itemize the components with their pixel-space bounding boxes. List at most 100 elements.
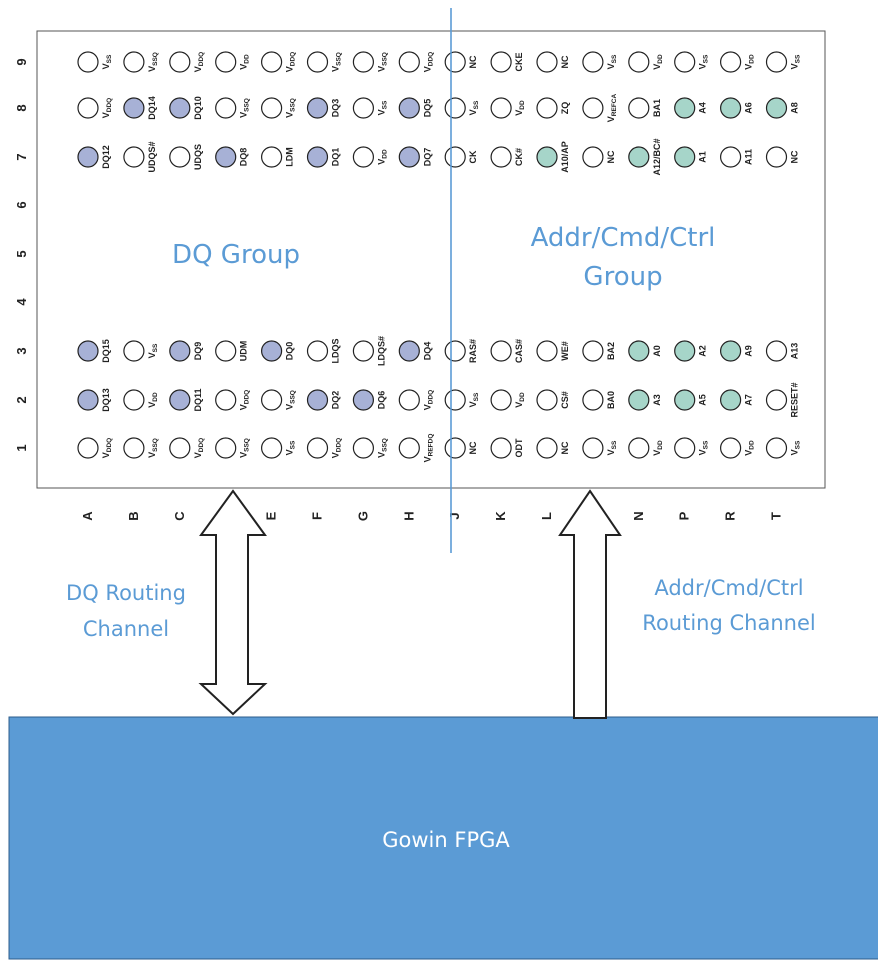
ball-1-C bbox=[169, 437, 191, 459]
ball-7-T bbox=[765, 146, 788, 168]
signal-label: VSSQ bbox=[147, 52, 159, 72]
row-label: 3 bbox=[14, 347, 29, 354]
signal-label: VSSQ bbox=[239, 438, 251, 458]
ball-8-K bbox=[490, 97, 512, 119]
signal-label: DQ10 bbox=[193, 96, 203, 120]
ball-2-B bbox=[123, 389, 145, 411]
signal-label: NC bbox=[790, 150, 800, 163]
ball-1-E bbox=[261, 437, 283, 459]
ball-2-D bbox=[215, 389, 237, 411]
ball-3-D bbox=[215, 340, 237, 362]
signal-label: VDDQ bbox=[285, 52, 297, 72]
ball-1-L bbox=[536, 437, 558, 459]
ball-9-L bbox=[536, 51, 558, 73]
signal-label: VSS bbox=[468, 392, 480, 407]
dq-channel-label-line2: Channel bbox=[83, 617, 169, 641]
signal-label: VDD bbox=[147, 392, 159, 408]
column-label: H bbox=[401, 511, 416, 520]
signal-label: DQ9 bbox=[193, 342, 203, 361]
ball-9-T bbox=[765, 51, 788, 73]
row-label: 1 bbox=[14, 444, 29, 451]
ball-3-E bbox=[261, 340, 283, 362]
dq-channel-label-line1: DQ Routing bbox=[66, 581, 186, 605]
signal-label: LDQS bbox=[331, 338, 341, 363]
column-label: P bbox=[677, 511, 692, 520]
column-label: T bbox=[769, 512, 784, 520]
ball-7-K bbox=[490, 146, 512, 168]
ball-8-N bbox=[628, 97, 650, 119]
ball-7-A bbox=[77, 146, 99, 168]
row-label: 6 bbox=[14, 201, 29, 208]
ball-1-J bbox=[444, 437, 466, 459]
ball-8-A bbox=[77, 97, 99, 119]
ball-3-H bbox=[398, 340, 420, 362]
signal-label: VDDQ bbox=[101, 98, 113, 118]
ball-1-P bbox=[674, 437, 696, 459]
ball-2-R bbox=[719, 389, 742, 411]
ball-8-P bbox=[674, 97, 696, 119]
ball-8-R bbox=[719, 97, 742, 119]
column-label: J bbox=[447, 512, 462, 519]
row-label: 9 bbox=[14, 58, 29, 65]
ball-1-D bbox=[215, 437, 237, 459]
row-label: 7 bbox=[14, 153, 29, 160]
ball-9-E bbox=[261, 51, 283, 73]
signal-label: ZQ bbox=[560, 102, 570, 115]
signal-label: VDDQ bbox=[193, 438, 205, 458]
signal-label: VSSQ bbox=[331, 52, 343, 72]
row-label: 4 bbox=[14, 298, 29, 306]
ball-9-G bbox=[352, 51, 374, 73]
signal-label: VSSQ bbox=[285, 98, 297, 118]
row-label: 8 bbox=[14, 104, 29, 111]
ball-3-A bbox=[77, 340, 99, 362]
ball-3-B bbox=[123, 340, 145, 362]
ball-2-M bbox=[582, 389, 604, 411]
signal-label: A8 bbox=[790, 102, 800, 114]
ball-8-M bbox=[582, 97, 604, 119]
signal-label: DQ14 bbox=[147, 96, 157, 120]
addr-group-label-line1: Addr/Cmd/Ctrl bbox=[531, 223, 716, 253]
signal-label: LDQS# bbox=[376, 336, 386, 366]
ball-1-A bbox=[77, 437, 99, 459]
signal-label: NC bbox=[606, 150, 616, 163]
signal-label: A10/AP bbox=[560, 141, 570, 173]
signal-label: NC bbox=[560, 441, 570, 454]
signal-label: A12/BC# bbox=[652, 138, 662, 175]
ball-3-T bbox=[765, 340, 788, 362]
signal-label: A3 bbox=[652, 394, 662, 406]
signal-label: VSS bbox=[698, 440, 710, 455]
signal-label: A13 bbox=[790, 343, 800, 360]
column-labels: ABCDEFGHJKLMNPRT bbox=[80, 511, 784, 522]
signal-label: VDDQ bbox=[422, 52, 434, 72]
ball-1-K bbox=[490, 437, 512, 459]
signal-label: DQ0 bbox=[285, 342, 295, 361]
ball-7-J bbox=[444, 146, 466, 168]
ball-2-A bbox=[77, 389, 99, 411]
signal-label: RAS# bbox=[468, 339, 478, 363]
signal-label: VSSQ bbox=[239, 98, 251, 118]
ball-1-H bbox=[398, 437, 420, 459]
ball-3-N bbox=[628, 340, 650, 362]
signal-label: CK# bbox=[514, 148, 524, 166]
ball-9-N bbox=[628, 51, 650, 73]
signal-label: VSSQ bbox=[285, 390, 297, 410]
signal-label: CK bbox=[468, 150, 478, 163]
signal-label: NC bbox=[560, 55, 570, 68]
ball-3-G bbox=[352, 340, 374, 362]
ball-7-E bbox=[261, 146, 283, 168]
signal-label: VDDQ bbox=[239, 390, 251, 410]
ball-9-A bbox=[77, 51, 99, 73]
addr-routing-up-arrow bbox=[558, 489, 622, 719]
ball-1-F bbox=[306, 437, 329, 459]
signal-label: VSS bbox=[147, 343, 159, 358]
signal-label: VDD bbox=[744, 54, 756, 70]
ball-7-H bbox=[398, 146, 420, 168]
signal-label: VSS bbox=[606, 440, 618, 455]
ball-9-D bbox=[215, 51, 237, 73]
ball-2-G bbox=[352, 389, 374, 411]
ball-8-L bbox=[536, 97, 558, 119]
ball-3-C bbox=[169, 340, 191, 362]
signal-label: BA0 bbox=[606, 391, 616, 409]
column-label: N bbox=[631, 511, 646, 520]
